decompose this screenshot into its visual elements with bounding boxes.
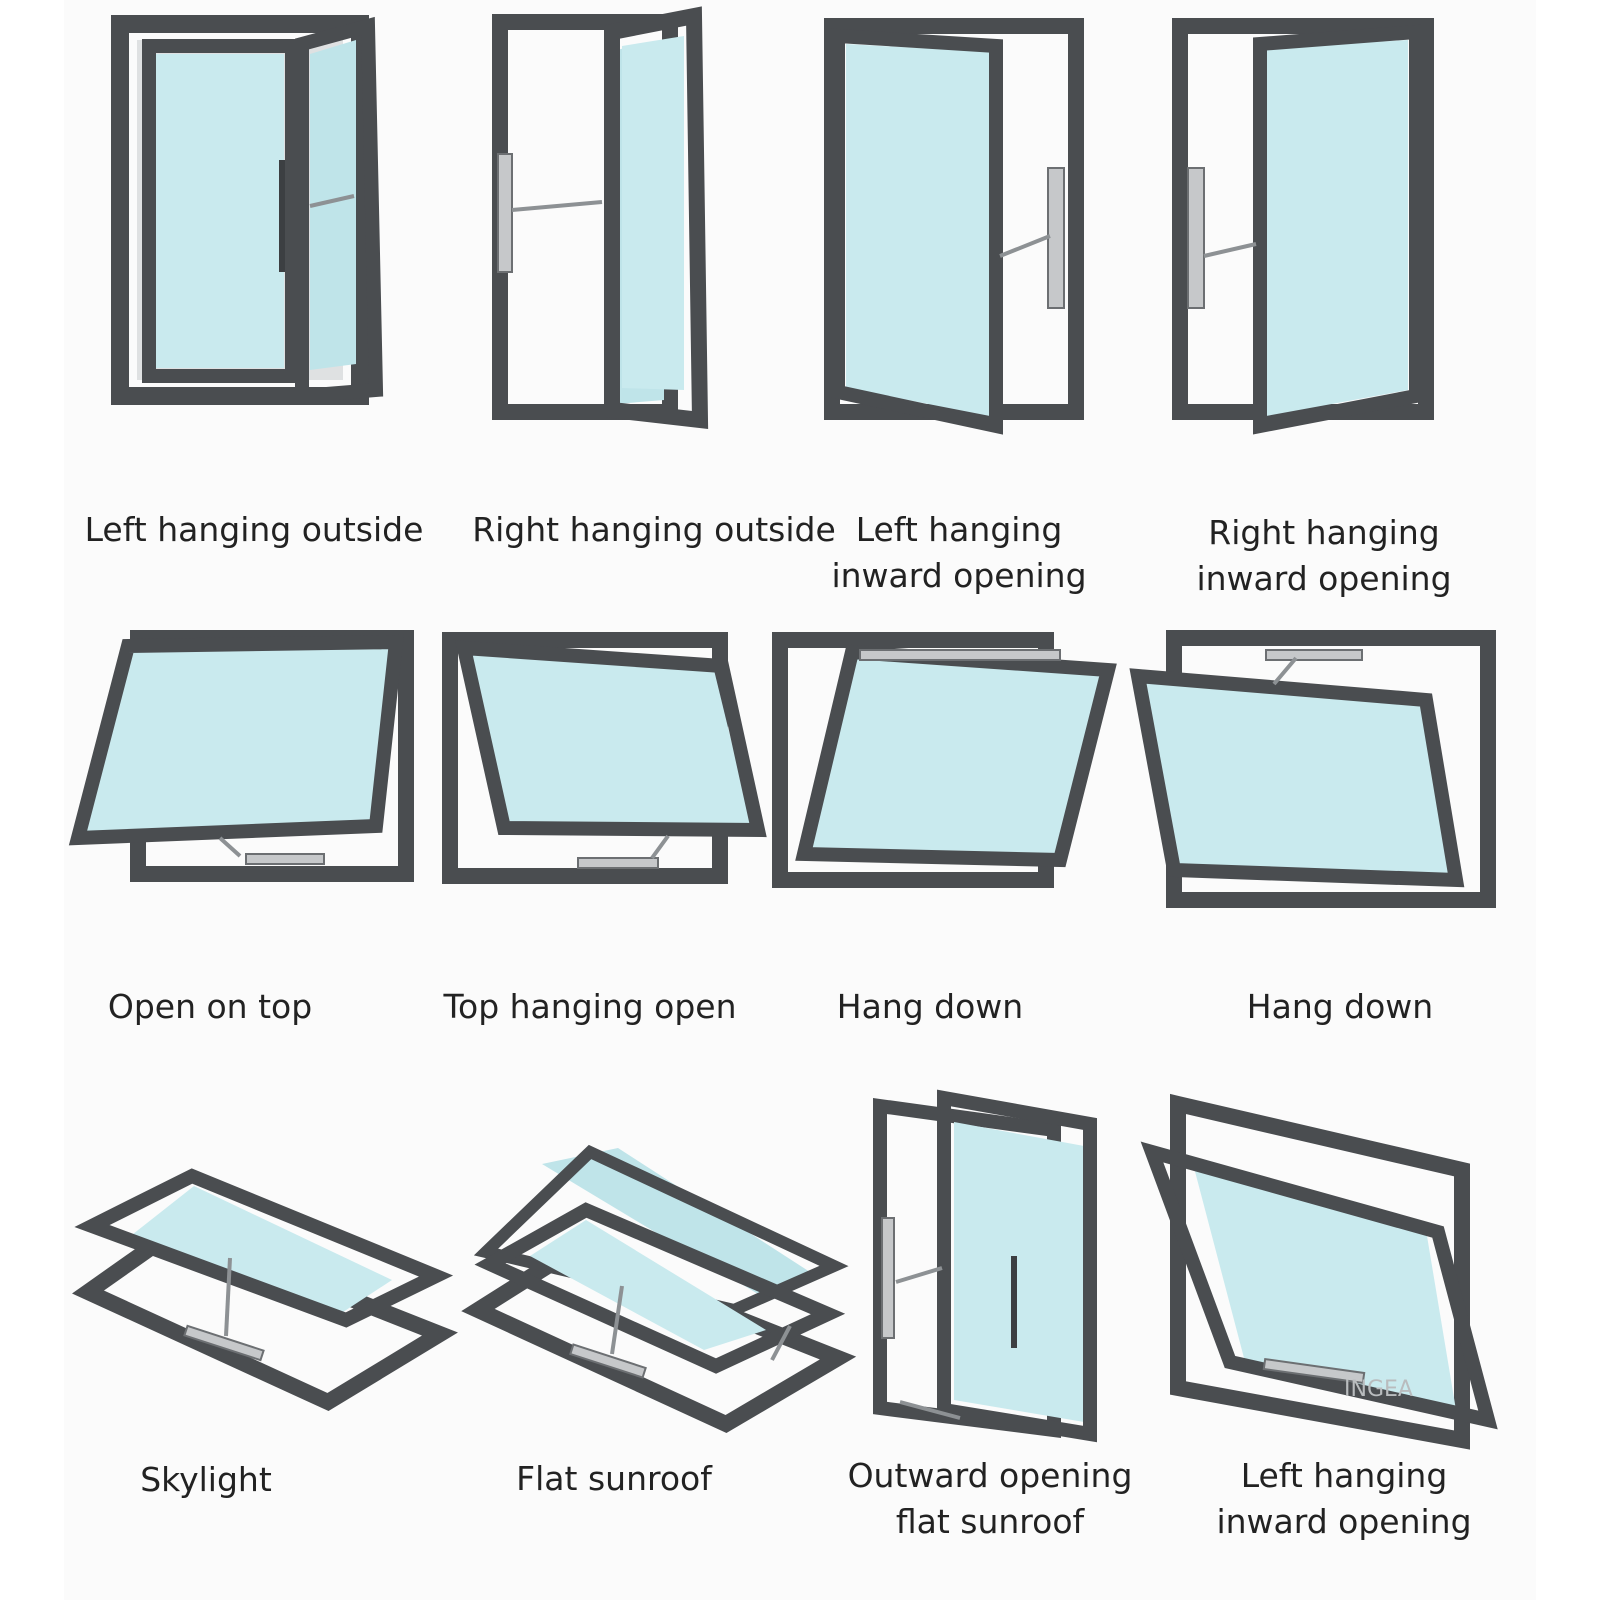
window-type-top-hanging-open: Top hanging open xyxy=(440,630,780,1026)
window-type-flat-sunroof: Flat sunroof xyxy=(461,1140,857,1498)
window-label: Right hanging inward opening xyxy=(1196,513,1452,598)
inward-casement-window-icon xyxy=(824,18,1084,435)
window-type-left-hanging-outside: Left hanging outside xyxy=(85,10,423,549)
window-types-sheet: Left hanging outside Right hanging outsi… xyxy=(64,0,1536,1600)
window-label: Open on top xyxy=(107,987,313,1026)
hopper-window-icon xyxy=(1129,630,1496,908)
awning-window-icon xyxy=(68,630,414,882)
window-type-hang-down-1: Hang down xyxy=(770,630,1120,1026)
window-label: Right hanging outside xyxy=(472,510,836,549)
window-label: Flat sunroof xyxy=(516,1459,712,1498)
window-type-hang-down-2: Hang down xyxy=(1129,628,1500,1026)
hopper-window-icon xyxy=(772,632,1117,888)
window-type-right-hanging-outside: Right hanging outside xyxy=(472,6,836,549)
window-type-skylight: Skylight xyxy=(72,1168,458,1499)
parallel-opening-window-icon xyxy=(873,1089,1097,1443)
window-type-open-on-top: Open on top xyxy=(68,628,420,1026)
watermark-text: INGEA xyxy=(1344,1377,1413,1402)
side-hung-window-icon xyxy=(492,6,709,429)
window-label: Left hanging inward opening xyxy=(831,510,1087,595)
window-type-outward-opening-flat-sunroof: Outward opening flat sunroof xyxy=(848,1084,1132,1541)
window-type-left-hanging-inward-opening: Left hanging inward opening xyxy=(824,18,1094,595)
window-label: Top hanging open xyxy=(443,987,737,1026)
window-type-right-hanging-inward-opening: Right hanging inward opening xyxy=(1172,18,1452,598)
side-hung-window-icon xyxy=(111,15,384,405)
window-type-left-hanging-inward-opening-2: INGEA Left hanging inward opening xyxy=(1140,1093,1504,1541)
window-label: Left hanging inward opening xyxy=(1216,1456,1472,1541)
sunroof-window-icon xyxy=(461,1144,857,1434)
awning-window-icon xyxy=(442,632,767,884)
window-label: Skylight xyxy=(140,1460,272,1499)
window-label: Outward opening flat sunroof xyxy=(847,1456,1133,1541)
tilt-window-icon: INGEA xyxy=(1140,1093,1498,1450)
inward-casement-window-icon xyxy=(1172,18,1434,435)
window-label: Hang down xyxy=(1246,987,1434,1026)
window-label: Left hanging outside xyxy=(84,510,424,549)
skylight-window-icon xyxy=(72,1168,458,1412)
window-label: Hang down xyxy=(836,987,1024,1026)
